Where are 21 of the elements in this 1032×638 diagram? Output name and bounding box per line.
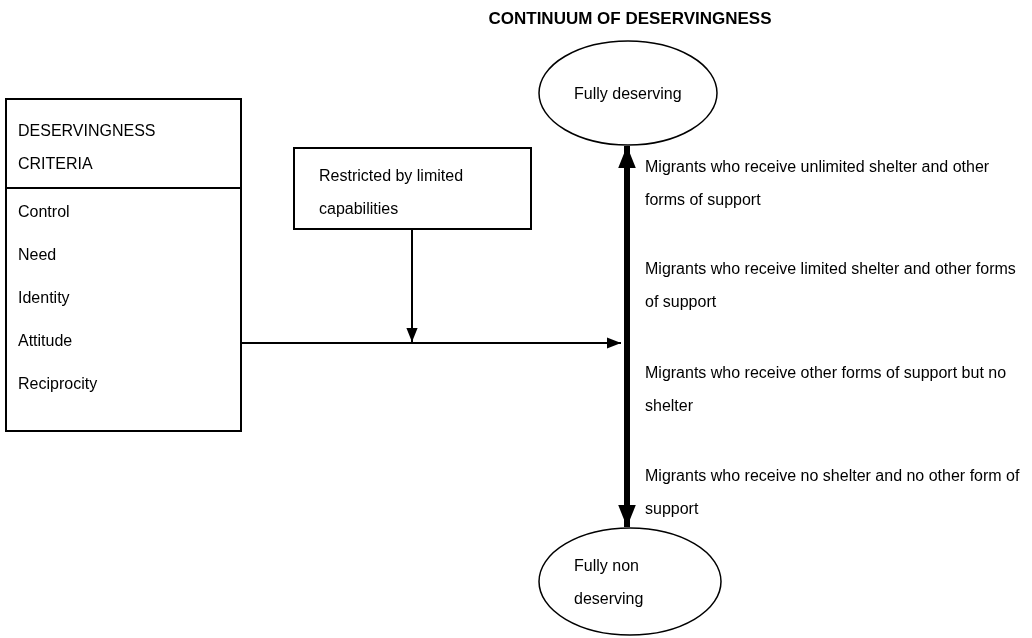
category-label: Migrants who receive unlimited shelter and other forms of support (645, 157, 991, 210)
criterion-text: Reciprocity (18, 374, 99, 394)
node-text: Fully non deserving (574, 555, 645, 609)
criterion-text: Need (18, 245, 58, 265)
category-label: Migrants who receive no shelter and no other form of support (645, 466, 1021, 519)
diagram-title: CONTINUUM OF DESERVINGNESS (487, 8, 773, 30)
header-text: DESERVINGNESS CRITERIA (18, 121, 157, 174)
arrow (241, 337, 622, 349)
process-box (293, 147, 532, 230)
category-label: Migrants who receive limited shelter and other forms of support (645, 259, 1017, 312)
criterion-text: Attitude (18, 331, 74, 351)
ellipse-node (538, 527, 722, 636)
double-arrow (618, 146, 636, 528)
node-text: Fully deserving (574, 83, 683, 104)
criteria-box (5, 98, 242, 432)
arrow (406, 229, 418, 343)
category-label: Migrants who receive other forms of support but no shelter (645, 363, 1008, 416)
ellipse-node (538, 40, 718, 146)
box-text: Restricted by limited capabilities (319, 166, 465, 219)
criterion-text: Control (18, 202, 71, 222)
criterion-text: Identity (18, 288, 71, 308)
